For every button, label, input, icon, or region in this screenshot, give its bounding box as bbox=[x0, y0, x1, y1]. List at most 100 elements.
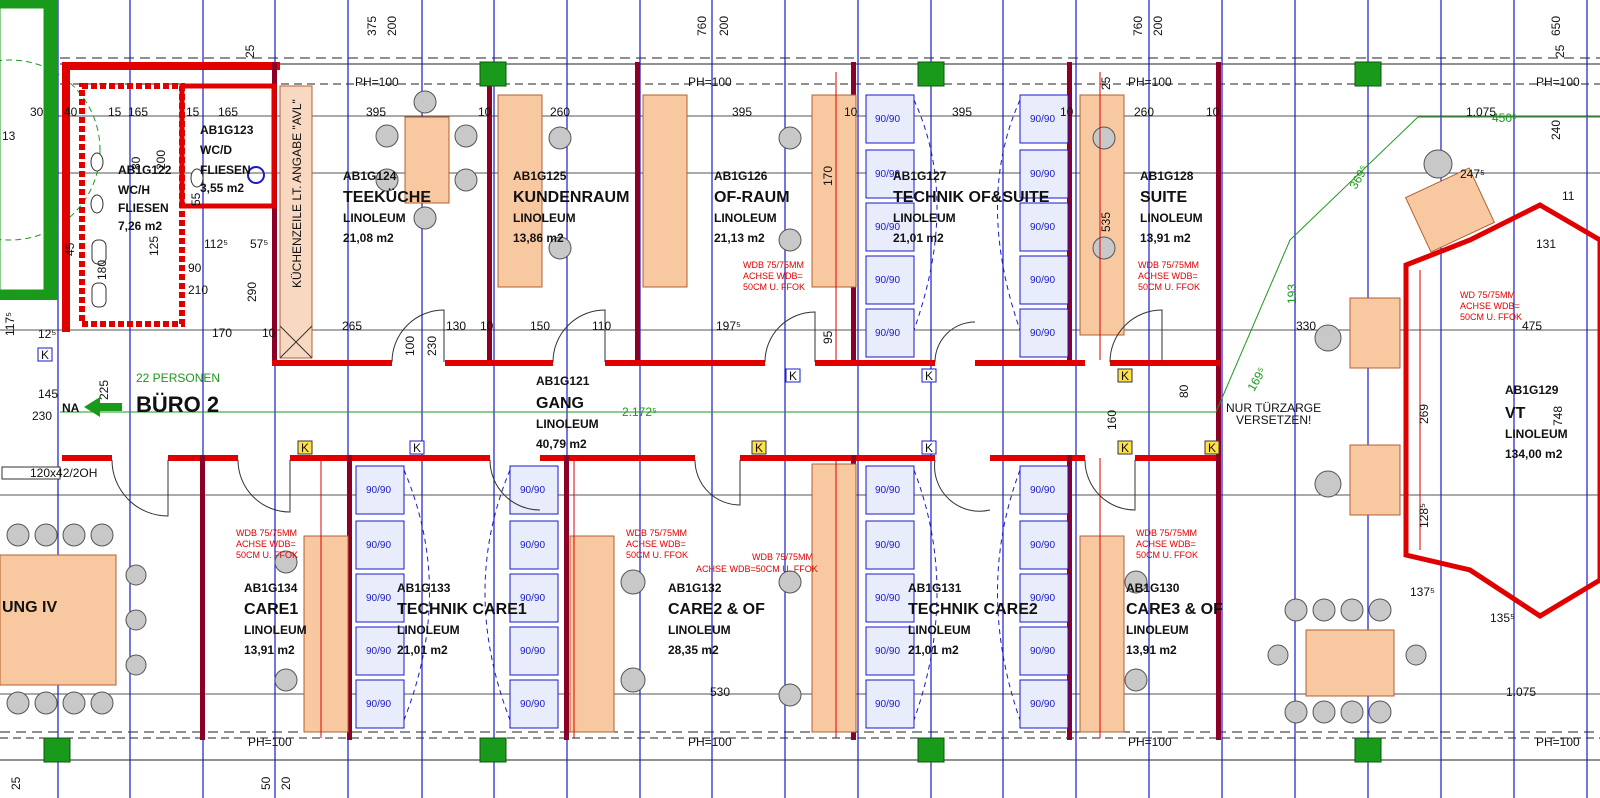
svg-text:197⁵: 197⁵ bbox=[716, 319, 741, 333]
persons-label: 22 PERSONEN bbox=[136, 371, 220, 385]
svg-text:50CM U. FFOK: 50CM U. FFOK bbox=[626, 550, 688, 560]
green-dim-diag2: 193 bbox=[1285, 284, 1299, 304]
green-dimension-lines bbox=[60, 116, 1600, 413]
room-label-ab1g126: AB1G126 OF-RAUM LINOLEUM 21,13 m2 bbox=[714, 169, 790, 245]
k-marker-label: K bbox=[925, 369, 933, 383]
svg-text:CARE2 & OF: CARE2 & OF bbox=[668, 601, 765, 618]
svg-text:260: 260 bbox=[550, 105, 570, 119]
na-label: NA bbox=[62, 401, 80, 415]
desks bbox=[0, 94, 1496, 733]
rack-label: 90/90 bbox=[366, 485, 391, 496]
svg-text:LINOLEUM: LINOLEUM bbox=[513, 211, 576, 225]
room-label-ab1g131: AB1G131 TECHNIK CARE2 LINOLEUM 21,01 m2 bbox=[908, 581, 1038, 657]
svg-text:AB1G122: AB1G122 bbox=[118, 163, 172, 177]
svg-text:TECHNIK CARE1: TECHNIK CARE1 bbox=[397, 601, 527, 618]
svg-text:LINOLEUM: LINOLEUM bbox=[1126, 623, 1189, 637]
svg-text:7,26 m2: 7,26 m2 bbox=[118, 219, 162, 233]
svg-text:21,01 m2: 21,01 m2 bbox=[893, 231, 944, 245]
svg-text:OF-RAUM: OF-RAUM bbox=[714, 189, 790, 206]
svg-text:40: 40 bbox=[64, 105, 78, 119]
svg-text:150: 150 bbox=[530, 319, 550, 333]
svg-text:760: 760 bbox=[1131, 16, 1145, 36]
svg-text:1.075: 1.075 bbox=[1506, 685, 1536, 699]
rack-label: 90/90 bbox=[1030, 275, 1055, 286]
svg-text:GANG: GANG bbox=[536, 395, 584, 412]
svg-text:25: 25 bbox=[1099, 76, 1113, 90]
wdb-notes: WDB 75/75MM ACHSE WDB= 50CM U. FFOK WDB … bbox=[236, 260, 1522, 574]
svg-text:LINOLEUM: LINOLEUM bbox=[893, 211, 956, 225]
room-label-ab1g127: AB1G127 TECHNIK OF&SUITE LINOLEUM 21,01 … bbox=[893, 169, 1050, 245]
svg-text:WDB 75/75MM: WDB 75/75MM bbox=[1136, 528, 1197, 538]
svg-text:ACHSE WDB=: ACHSE WDB= bbox=[1136, 539, 1196, 549]
room-label-ab1g121: AB1G121 GANG LINOLEUM 40,79 m2 bbox=[536, 374, 599, 451]
k-marker-label: K bbox=[755, 441, 763, 455]
svg-text:13,86 m2: 13,86 m2 bbox=[513, 231, 564, 245]
room-label-ab1g134: AB1G134 CARE1 LINOLEUM 13,91 m2 bbox=[244, 581, 307, 657]
svg-text:LINOLEUM: LINOLEUM bbox=[397, 623, 460, 637]
svg-text:269: 269 bbox=[1417, 404, 1431, 424]
room-label-ab1g132: AB1G132 CARE2 & OF LINOLEUM 28,35 m2 bbox=[668, 581, 765, 657]
svg-text:LINOLEUM: LINOLEUM bbox=[908, 623, 971, 637]
svg-text:WC/H: WC/H bbox=[118, 183, 150, 197]
partial-room-label: UNG IV bbox=[2, 599, 57, 616]
svg-text:50: 50 bbox=[259, 776, 273, 790]
svg-text:375: 375 bbox=[365, 16, 379, 36]
rack-label: 90/90 bbox=[1030, 485, 1055, 496]
svg-text:230: 230 bbox=[425, 336, 439, 356]
svg-text:30: 30 bbox=[30, 105, 44, 119]
vt-enclosure bbox=[1403, 202, 1600, 619]
svg-text:650: 650 bbox=[1549, 16, 1563, 36]
svg-text:128⁵: 128⁵ bbox=[1417, 503, 1431, 528]
window-tag: 120x42/2OH bbox=[30, 466, 97, 480]
svg-text:57⁵: 57⁵ bbox=[250, 237, 268, 251]
svg-text:200: 200 bbox=[717, 16, 731, 36]
svg-text:FLIESEN: FLIESEN bbox=[118, 201, 169, 215]
rack-label: 90/90 bbox=[875, 485, 900, 496]
corridor-length-dim: 2.172⁵ bbox=[622, 405, 657, 419]
k-marker-label: K bbox=[789, 369, 797, 383]
svg-text:AB1G133: AB1G133 bbox=[397, 581, 451, 595]
svg-text:125: 125 bbox=[147, 236, 161, 256]
svg-text:21,01 m2: 21,01 m2 bbox=[397, 643, 448, 657]
svg-text:TEEKÜCHE: TEEKÜCHE bbox=[343, 187, 431, 206]
rack-label: 90/90 bbox=[366, 540, 391, 551]
svg-text:330: 330 bbox=[1296, 319, 1316, 333]
room-label-ab1g133: AB1G133 TECHNIK CARE1 LINOLEUM 21,01 m2 bbox=[397, 581, 527, 657]
svg-text:LINOLEUM: LINOLEUM bbox=[244, 623, 307, 637]
svg-text:50CM U. FFOK: 50CM U. FFOK bbox=[1138, 282, 1200, 292]
svg-text:AB1G125: AB1G125 bbox=[513, 169, 567, 183]
svg-text:AB1G121: AB1G121 bbox=[536, 374, 590, 388]
svg-text:10: 10 bbox=[262, 326, 276, 340]
svg-text:AB1G128: AB1G128 bbox=[1140, 169, 1194, 183]
svg-text:WDB 75/75MM: WDB 75/75MM bbox=[752, 552, 813, 562]
svg-text:LINOLEUM: LINOLEUM bbox=[1140, 211, 1203, 225]
rack-label: 90/90 bbox=[875, 699, 900, 710]
kitchen-counter bbox=[279, 85, 313, 359]
svg-text:134,00 m2: 134,00 m2 bbox=[1505, 447, 1563, 461]
svg-text:395: 395 bbox=[366, 105, 386, 119]
rack-label: 90/90 bbox=[520, 540, 545, 551]
section-title: BÜRO 2 bbox=[136, 392, 219, 417]
svg-text:80: 80 bbox=[1177, 384, 1191, 398]
svg-text:AB1G129: AB1G129 bbox=[1505, 383, 1559, 397]
k-marker-label: K bbox=[41, 348, 49, 362]
room-label-ab1g123: AB1G123 WC/D FLIESEN 3,55 m2 bbox=[200, 123, 254, 195]
k-marker-label: K bbox=[413, 441, 421, 455]
rack-label: 90/90 bbox=[875, 222, 900, 233]
svg-text:SUITE: SUITE bbox=[1140, 189, 1187, 206]
svg-text:LINOLEUM: LINOLEUM bbox=[536, 417, 599, 431]
door-note-2: VERSETZEN! bbox=[1236, 413, 1311, 427]
svg-text:WDB 75/75MM: WDB 75/75MM bbox=[236, 528, 297, 538]
svg-text:265: 265 bbox=[342, 319, 362, 333]
svg-text:760: 760 bbox=[695, 16, 709, 36]
room-label-ab1g125: AB1G125 KUNDENRAUM LINOLEUM 13,86 m2 bbox=[513, 169, 629, 245]
ph-label: PH=100 bbox=[355, 75, 399, 89]
k-marker-label: K bbox=[301, 441, 309, 455]
svg-text:WD 75/75MM: WD 75/75MM bbox=[1460, 290, 1515, 300]
rack-label: 90/90 bbox=[875, 646, 900, 657]
svg-text:21,13 m2: 21,13 m2 bbox=[714, 231, 765, 245]
svg-text:137⁵: 137⁵ bbox=[1410, 585, 1435, 599]
svg-text:AB1G132: AB1G132 bbox=[668, 581, 722, 595]
rack-label: 90/90 bbox=[875, 540, 900, 551]
svg-text:13,91 m2: 13,91 m2 bbox=[1140, 231, 1191, 245]
